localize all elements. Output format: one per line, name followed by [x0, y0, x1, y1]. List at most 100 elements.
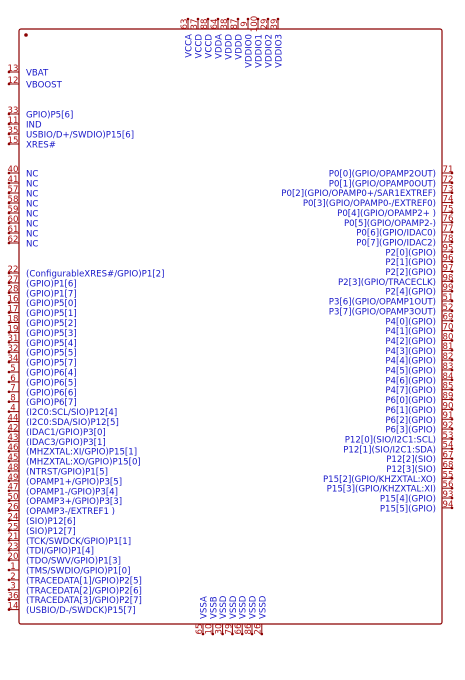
pin-name: P4[5](GPIO) [385, 367, 436, 377]
pin-number: 98 [443, 273, 454, 283]
pin-number: 58 [8, 195, 19, 205]
pin-end [7, 519, 11, 522]
pin-name: VDDIO3 [275, 34, 285, 68]
pin-end [196, 17, 200, 21]
pin-number: 44 [8, 413, 19, 423]
pin-end [450, 378, 454, 382]
pin-name: P4[0](GPIO) [385, 317, 436, 327]
pin-end [7, 558, 11, 562]
pin-number: 54 [443, 441, 454, 451]
left-pin: 36(TRACEDATA[3]/GPIO)P2[7] [8, 592, 142, 607]
pin-number: 66 [234, 624, 244, 635]
pin-number: 20 [8, 552, 19, 562]
pin-number: 45 [8, 453, 19, 463]
pin-number: 77 [443, 224, 454, 234]
pin-end [206, 17, 210, 21]
pin-number: 16 [8, 295, 19, 305]
left-pin: 17(GPIO)P5[1] [8, 305, 77, 320]
pin-end [7, 341, 11, 344]
pin-name: P2[1](GPIO) [385, 258, 436, 268]
pin-name: (GPIO)P5[3] [26, 329, 77, 339]
pin-name: (GPIO)P6[7] [26, 398, 77, 408]
left-pin: 19(GPIO)P5[3] [8, 324, 77, 339]
pin-name: VSSD [229, 595, 239, 619]
pin-name: P4[2](GPIO) [385, 337, 436, 347]
pin-end [7, 311, 11, 314]
pin-number: 38 [220, 19, 230, 30]
pin-end [7, 211, 11, 215]
pin-number: 75 [443, 204, 454, 214]
pin-number: 61 [8, 225, 19, 235]
pin-number: 48 [8, 463, 19, 473]
pin-name: (GPIO)P5[2] [26, 319, 77, 329]
left-pin: 6 (GPIO)P6[5] [7, 374, 77, 388]
pin-number: 46 [8, 443, 19, 453]
pin-end [7, 132, 11, 136]
pin-name: VDDIO0 [245, 34, 255, 68]
pin-end [7, 321, 11, 324]
pin-end [7, 331, 11, 334]
pin-name: USBIO/D+/SWDIO)P15[6] [26, 131, 134, 141]
pin-end [236, 17, 240, 21]
pin-number: 10 [205, 624, 215, 635]
pin-number: 2 [10, 572, 15, 582]
pin-name: VBOOST [26, 81, 63, 91]
left-pin: 21(TCK/SWDCK/GPIO)P1[1] [8, 532, 132, 547]
pin-name: P0[1](GPIO/OPAMP0OUT) [329, 179, 436, 189]
pin-number: 65 [195, 624, 205, 635]
pin-number: 82 [443, 352, 454, 362]
pin-name: (GPIO)P6[5] [26, 378, 77, 388]
left-pin: 1(TMS/SWDIO/GPIO)P1[0] [7, 562, 130, 577]
pin-end [7, 281, 11, 285]
pin-number: 4 [10, 404, 15, 414]
pin-end [450, 358, 454, 362]
pin-end [450, 368, 454, 372]
pin-name: P12[1](SIO/I2C1:SDA) [343, 445, 436, 455]
pin-name: NC [26, 190, 38, 200]
left-pin: 14(USBIO/D-/SWDCK)P15[7] [8, 602, 136, 617]
pin-number: 53 [443, 431, 454, 441]
pin-number: 85 [443, 382, 454, 392]
pin-end [276, 17, 280, 21]
pin-name: NC [26, 230, 38, 240]
pin-end [450, 427, 454, 431]
pin-name: (SIO)P12[6] [26, 517, 76, 527]
pin-end [450, 496, 454, 500]
pin-name: P0[5](GPIO/OPAMP2-) [344, 219, 436, 229]
pin-number: 31 [8, 334, 19, 344]
pin-name: P15[3](GPIO/KHZXTAL:XI) [327, 485, 436, 495]
pin-number: 6 [10, 374, 15, 384]
pin-name: VDDA [215, 34, 225, 59]
pin-name: P0[0](GPIO/OPAMP2OUT) [329, 170, 436, 180]
left-pin: 7(GPIO)P6[6] [7, 384, 77, 398]
pin-name: (GPIO)P5[4] [26, 339, 77, 349]
pin-name: VCCD [205, 34, 215, 59]
left-pin: 45(MHZXTAL:XO/GPIO)P15[0] [8, 453, 141, 468]
pin-name: (OPAMP1-/GPIO)P3[4] [26, 487, 118, 497]
pin-number: 12 [8, 76, 19, 86]
pin-number: 7 [10, 384, 15, 394]
pin-end [7, 241, 11, 245]
pin-number: 47 [8, 483, 19, 493]
pin-end [450, 309, 454, 313]
pin-number: 71 [443, 165, 454, 175]
pin-number: 42 [8, 423, 19, 433]
